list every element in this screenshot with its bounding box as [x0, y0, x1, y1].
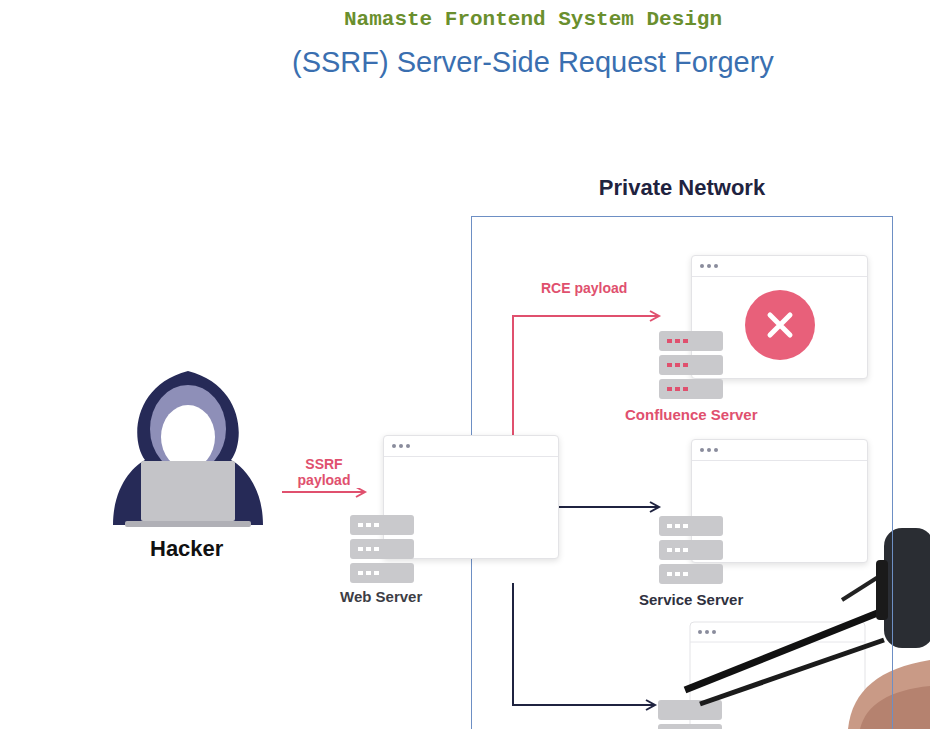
server-icon — [350, 515, 414, 589]
hacker-icon — [105, 365, 270, 534]
diagram-title: (SSRF) Server-Side Request Forgery — [292, 46, 774, 79]
error-icon — [744, 289, 816, 365]
server-node: Confluence Server — [656, 255, 868, 427]
connector-arrow — [559, 506, 659, 508]
window-bar — [692, 256, 867, 277]
region-heading: Private Network — [472, 175, 892, 201]
node-label: Service Server — [639, 591, 743, 608]
window-bar — [384, 436, 558, 457]
node-label: Web Server — [340, 588, 422, 605]
edge-label: SSRF payload — [287, 456, 361, 488]
server-icon — [659, 331, 723, 405]
hacker-figure: Hacker — [105, 365, 270, 565]
node-label: Confluence Server — [625, 406, 758, 423]
server-node: Service Server — [656, 439, 868, 611]
server-icon — [659, 516, 723, 590]
connector-arrow — [282, 491, 365, 493]
node-label: Hacker — [150, 536, 223, 562]
brand-label: Namaste Frontend System Design — [344, 8, 722, 31]
window-bar — [692, 440, 867, 461]
server-node: Web Server — [345, 435, 559, 610]
server-icon — [658, 700, 722, 729]
connector-line — [513, 583, 655, 705]
edge-label: RCE payload — [539, 280, 629, 296]
